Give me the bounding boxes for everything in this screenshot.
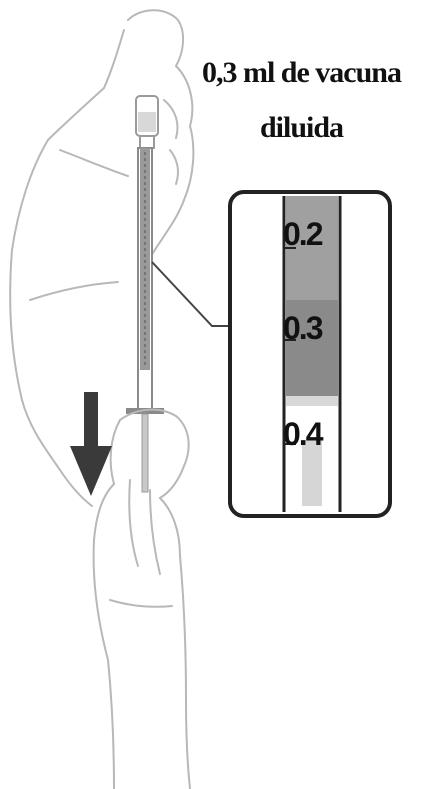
dose-title-line-1: 0,3 ml de vacuna [180, 58, 423, 88]
syringe [126, 148, 164, 492]
down-arrow-icon [70, 392, 112, 496]
scale-label-0-3: 0.3 [283, 312, 343, 344]
scale-label-0-4: 0.4 [283, 418, 343, 450]
scale-label-0-2: 0.2 [283, 218, 343, 250]
dose-title-line-2: diluida [180, 113, 423, 143]
upper-hand [10, 10, 193, 506]
vial [136, 96, 158, 148]
